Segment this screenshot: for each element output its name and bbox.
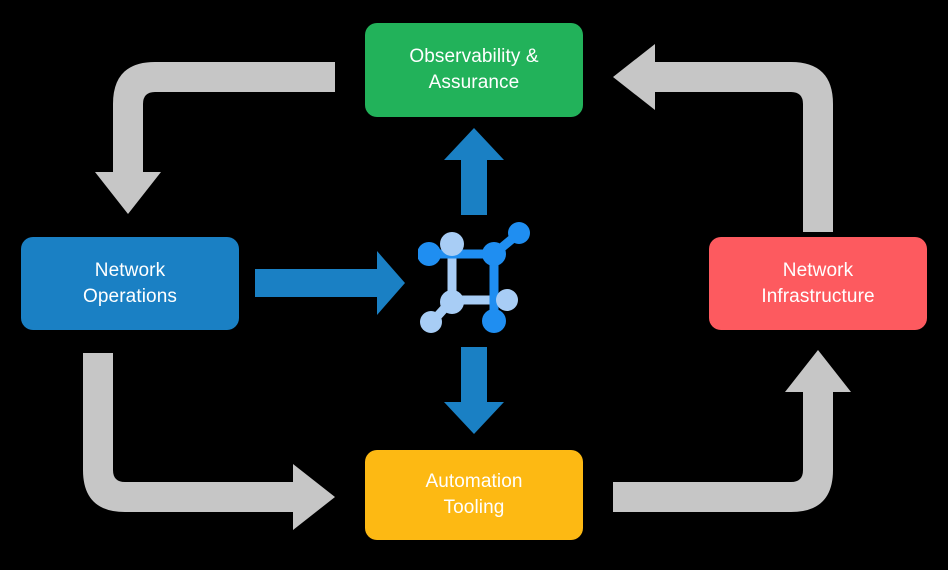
topology-nodes-secondary <box>420 232 518 333</box>
arrow-automation-to-netinfra <box>613 350 851 512</box>
topology-nodes-primary <box>418 222 530 333</box>
arrow-netops-to-hub <box>255 251 405 315</box>
node-box-observability[interactable]: Observability & Assurance <box>365 23 583 117</box>
arrow-hub-to-observability <box>444 128 504 215</box>
node-label-automation-tooling: Automation Tooling <box>425 471 523 518</box>
arrow-observability-to-netops <box>95 62 335 214</box>
arrow-netops-to-automation <box>83 353 335 530</box>
node-label-network-infrastructure: Network Infrastructure <box>761 259 875 307</box>
node-box-automation-tooling[interactable]: Automation Tooling <box>365 450 583 540</box>
arrow-netinfra-to-observability <box>613 44 833 232</box>
node-box-network-infrastructure[interactable]: Network Infrastructure <box>709 237 927 330</box>
arrow-hub-to-automation <box>444 347 504 434</box>
node-label-observability: Observability & Assurance <box>409 46 539 93</box>
node-box-network-operations[interactable]: Network Operations <box>21 237 239 330</box>
network-topology-icon <box>418 222 530 333</box>
node-label-network-operations: Network Operations <box>83 259 177 307</box>
